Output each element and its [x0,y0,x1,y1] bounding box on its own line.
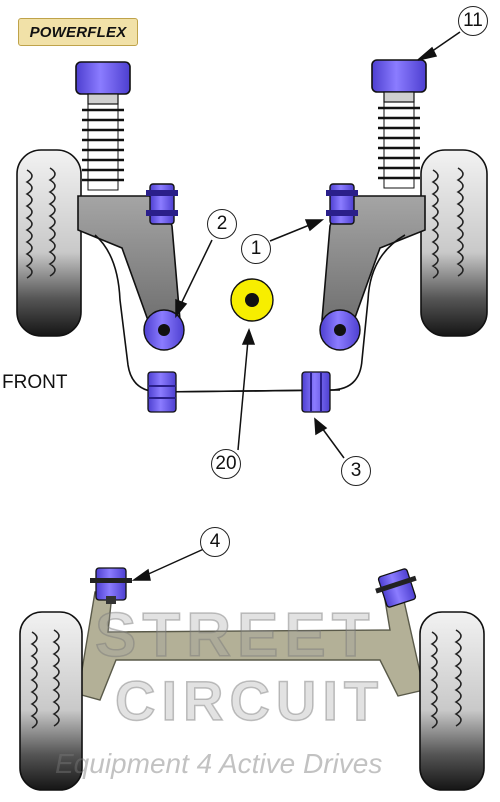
front-right-wheel [420,149,488,337]
leader-arrows-front [175,31,461,459]
powerflex-logo: POWERFLEX [18,18,138,46]
bush-3-left [147,371,177,413]
bush-2-right [319,309,361,351]
bush-1-right [326,183,358,225]
front-left-spring [75,61,131,191]
callout-2: 2 [207,209,237,239]
front-label: FRONT [2,372,68,393]
bush-4-left [90,567,132,604]
front-left-wheel [16,149,82,337]
bush-4-right [375,568,417,608]
bush-3-right [301,371,331,413]
bush-1-left [146,183,178,225]
bush-2-left [143,309,185,351]
rear-left-wheel [19,611,83,791]
front-right-spring [371,59,427,189]
callout-11: 11 [458,6,488,36]
logo-text: POWERFLEX [29,23,127,41]
leader-arrow-rear [131,547,207,581]
callout-4: 4 [200,527,230,557]
rear-right-wheel [419,611,485,791]
callout-20: 20 [211,449,241,479]
callout-1: 1 [241,234,271,264]
callout-3: 3 [341,456,371,486]
bush-20-engine-mount [230,278,274,322]
rear-beam [77,591,425,701]
